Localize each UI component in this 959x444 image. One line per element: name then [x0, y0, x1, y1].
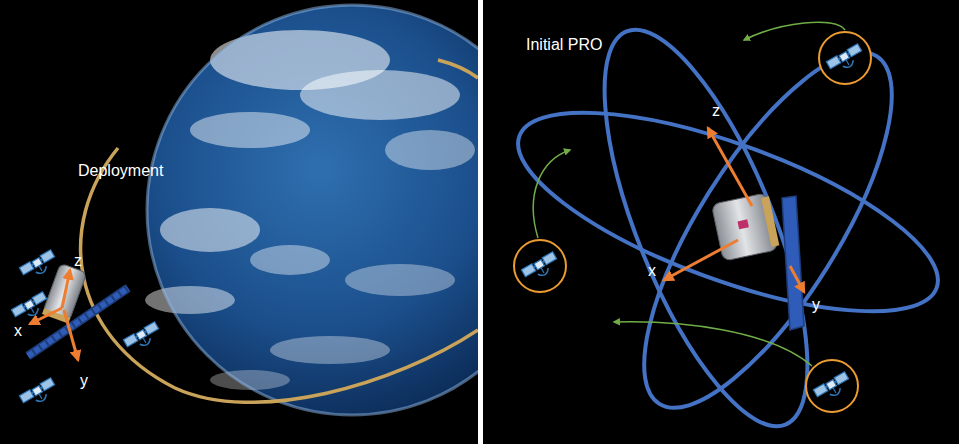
axis-label: z — [74, 252, 82, 270]
axis-label: y — [80, 372, 88, 390]
axis-label: z — [712, 102, 720, 120]
panel-title: Deployment — [78, 162, 163, 180]
axis-label: y — [812, 296, 820, 314]
axis-label: x — [14, 322, 22, 340]
panel-title: Initial PRO — [526, 36, 602, 54]
axis-label: x — [648, 262, 656, 280]
